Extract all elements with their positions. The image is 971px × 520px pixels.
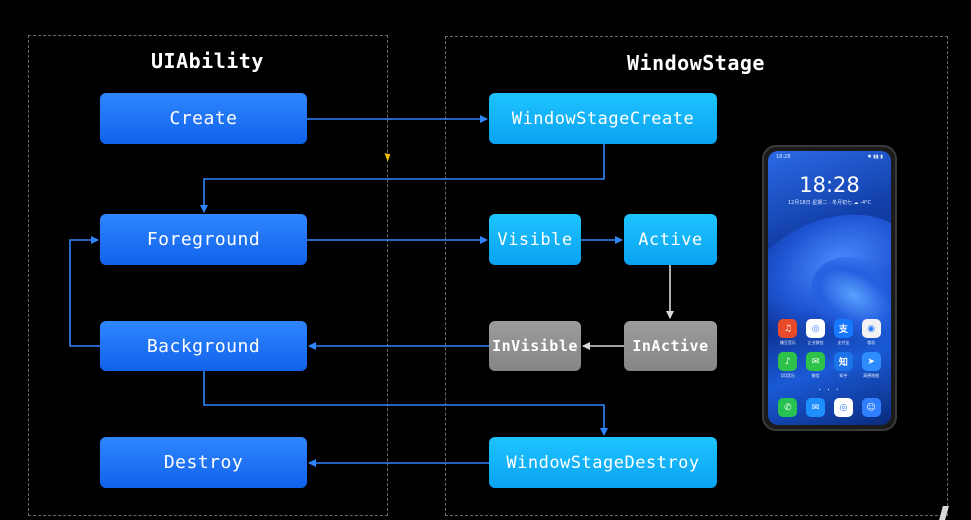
status-time: 18:28 xyxy=(776,154,791,160)
node-active: Active xyxy=(624,214,717,265)
node-windowstagedestroy: WindowStageDestroy xyxy=(489,437,717,488)
arrow-windowstagecreate-to-foreground xyxy=(200,144,605,213)
windowstage-panel xyxy=(445,36,948,516)
music-app-icon: ♫ xyxy=(778,319,798,338)
uiability-panel xyxy=(28,35,388,516)
phone-app-label: 支付宝 xyxy=(837,340,850,345)
contacts-icon: ☺ xyxy=(861,398,881,417)
node-invisible: InVisible xyxy=(489,321,581,371)
uiability-title: UIAbility xyxy=(151,49,264,73)
phone-app: ♫ 赚豆音乐 xyxy=(778,319,798,346)
phone-app: 知知乎 xyxy=(833,352,853,379)
status-icons: ✱ ▮▮ ▮ xyxy=(867,154,883,160)
node-visible: Visible xyxy=(489,214,581,265)
app-grid: ♫ 赚豆音乐 ◎ 企业微信 支支付宝 ◉ 相机 ♪ QQ音乐 ✉ 微信 知知乎 ➤ 高德地图 xyxy=(774,319,885,379)
camera-app-icon: ◉ xyxy=(861,319,881,338)
node-background: Background xyxy=(100,321,307,371)
phone-app-label: QQ音乐 xyxy=(780,373,796,378)
qq-music-app-icon: ♪ xyxy=(778,352,798,371)
zhihu-app-icon: 知 xyxy=(833,352,853,371)
node-foreground: Foreground xyxy=(100,214,307,265)
wechat-app-icon: ✉ xyxy=(806,352,826,371)
node-windowstagecreate: WindowStageCreate xyxy=(489,93,717,144)
windowstage-title: WindowStage xyxy=(627,51,765,75)
maps-app-icon: ➤ xyxy=(861,352,881,371)
arrow-background-to-windowstagedestroy xyxy=(203,371,608,436)
phone-app-label: 知乎 xyxy=(839,373,848,378)
lockscreen-date: 12月18日 星期二 · 冬月初七 ☁ -4°C xyxy=(787,200,872,206)
browser-icon: ◎ xyxy=(833,398,853,417)
phone-app: ✉ 微信 xyxy=(806,352,826,379)
phone-app-label: 高德地图 xyxy=(863,373,880,378)
node-create: Create xyxy=(100,93,307,144)
node-destroy: Destroy xyxy=(100,437,307,488)
phone-app-label: 赚豆音乐 xyxy=(779,340,796,345)
arrow-background-to-foreground xyxy=(69,236,100,347)
phone-app: ◉ 相机 xyxy=(861,319,881,346)
lockscreen-clock: 18:28 xyxy=(799,173,860,197)
phone-app-label: 相机 xyxy=(867,340,876,345)
page-indicator: • • • xyxy=(818,387,841,392)
chat-app-icon: ◎ xyxy=(806,319,826,338)
phone-screen: 18:28 ✱ ▮▮ ▮ 18:28 12月18日 星期二 · 冬月初七 ☁ -… xyxy=(768,151,891,425)
phone-app-label: 企业微信 xyxy=(807,340,824,345)
phone-icon: ✆ xyxy=(778,398,798,417)
phone-mockup: 18:28 ✱ ▮▮ ▮ 18:28 12月18日 星期二 · 冬月初七 ☁ -… xyxy=(762,145,897,431)
messages-icon: ✉ xyxy=(806,398,826,417)
phone-status-bar: 18:28 ✱ ▮▮ ▮ xyxy=(776,154,883,160)
phone-app: ♪ QQ音乐 xyxy=(778,352,798,379)
phone-app-label: 微信 xyxy=(811,373,820,378)
node-inactive: InActive xyxy=(624,321,717,371)
phone-app: ◎ 企业微信 xyxy=(806,319,826,346)
app-dock: ✆ ✉ ◎ ☺ xyxy=(774,398,885,417)
pay-app-icon: 支 xyxy=(833,319,853,338)
phone-app: 支支付宝 xyxy=(833,319,853,346)
phone-app: ➤ 高德地图 xyxy=(861,352,881,379)
